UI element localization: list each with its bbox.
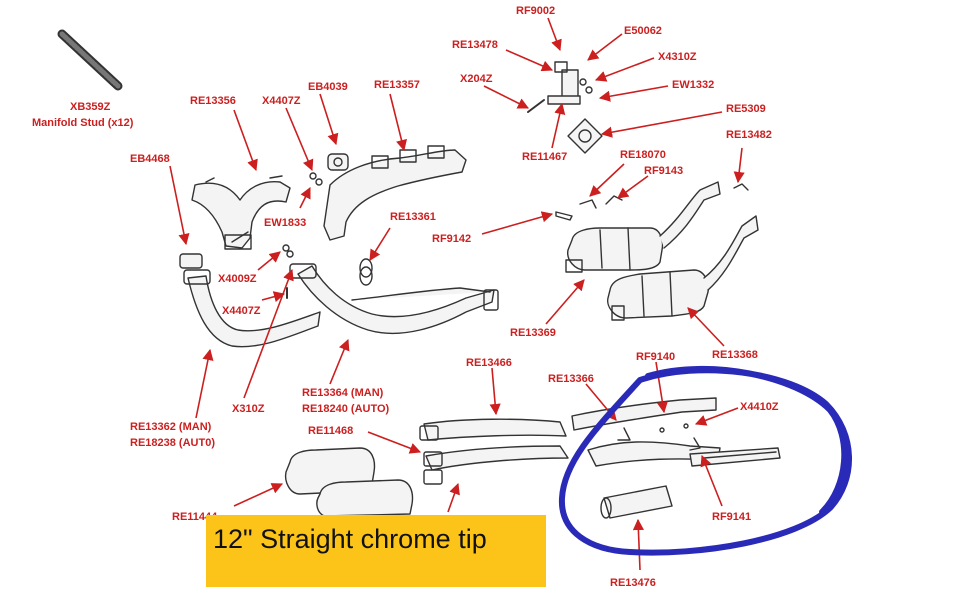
front-pipe-left xyxy=(183,269,321,348)
rear-silencer-upper xyxy=(565,181,721,273)
rear-silencer-lower xyxy=(607,215,759,321)
label-re13366: RE13366 xyxy=(548,373,594,385)
label-rf9140: RF9140 xyxy=(636,351,675,363)
label-xb359z-desc: Manifold Stud (x12) xyxy=(32,117,134,129)
label-re13368: RE13368 xyxy=(712,349,758,361)
label-e50062: E50062 xyxy=(624,25,662,37)
label-x4410z: X4410Z xyxy=(740,401,779,413)
label-rf9143: RF9143 xyxy=(644,165,683,177)
rivet xyxy=(659,427,665,433)
pipe-clamp xyxy=(359,258,373,286)
label-re11467: RE11467 xyxy=(522,151,567,163)
washer-b xyxy=(315,178,323,186)
caption-banner xyxy=(206,515,546,587)
label-re13356: RE13356 xyxy=(190,95,236,107)
label-ew1833: EW1833 xyxy=(264,217,306,229)
label-xb359z: XB359Z xyxy=(70,101,111,113)
washer-c xyxy=(282,244,290,252)
label-eb4039: EB4039 xyxy=(308,81,348,93)
highlight-circle xyxy=(558,365,852,556)
mounting-bracket xyxy=(527,61,593,113)
label-re13369: RE13369 xyxy=(510,327,556,339)
label-rf9002: RF9002 xyxy=(516,5,555,17)
label-ew1332: EW1332 xyxy=(672,79,714,91)
rivet xyxy=(683,423,689,429)
label-re18240: RE18240 (AUTO) xyxy=(302,403,390,415)
label-x204z: X204Z xyxy=(460,73,493,85)
part-labels: XB359Z Manifold Stud (x12) RE13356 X4407… xyxy=(32,5,779,589)
chrome-tip xyxy=(600,485,673,519)
clip-re13482 xyxy=(733,183,749,191)
clip-rf9142 xyxy=(555,211,573,221)
parts-line-art xyxy=(57,29,781,519)
label-re18238: RE18238 (AUT0) xyxy=(130,437,215,449)
label-re13476: RE13476 xyxy=(610,577,656,589)
diamond-gasket xyxy=(567,118,603,154)
front-silencers xyxy=(284,447,414,517)
label-re13357: RE13357 xyxy=(374,79,420,91)
label-re11468: RE11468 xyxy=(308,425,353,437)
label-re13466: RE13466 xyxy=(466,357,512,369)
label-eb4468: EB4468 xyxy=(130,153,170,165)
label-x310z: X310Z xyxy=(232,403,265,415)
label-re18070: RE18070 xyxy=(620,149,666,161)
clip-re18070 xyxy=(579,199,597,209)
washer-a xyxy=(309,172,317,180)
label-re5309: RE5309 xyxy=(726,103,766,115)
label-rf9142: RF9142 xyxy=(432,233,471,245)
label-x4009z: X4009Z xyxy=(218,273,257,285)
intermediate-pipes xyxy=(419,418,569,485)
right-exhaust-manifold xyxy=(323,145,467,241)
manifold-gasket xyxy=(327,153,349,171)
label-re13478: RE13478 xyxy=(452,39,498,51)
hanger-b xyxy=(689,437,701,451)
label-x4407z-bottom: X4407Z xyxy=(222,305,261,317)
washer-d xyxy=(286,250,294,258)
label-re13361: RE13361 xyxy=(390,211,436,223)
label-rf9141: RF9141 xyxy=(712,511,751,523)
front-pipe-right xyxy=(289,263,499,335)
gasket-hole xyxy=(333,157,343,167)
label-x4310z: X4310Z xyxy=(658,51,697,63)
label-x4407z-top: X4407Z xyxy=(262,95,301,107)
hanger-a xyxy=(617,427,631,441)
label-re13482: RE13482 xyxy=(726,129,772,141)
clip-rf9143 xyxy=(605,195,623,205)
label-re13362: RE13362 (MAN) xyxy=(130,421,212,433)
tailpipe xyxy=(689,447,781,467)
caption-text: 12" Straight chrome tip xyxy=(213,524,487,554)
left-exhaust-manifold xyxy=(191,175,291,250)
flange-gasket xyxy=(179,253,203,269)
label-re13364: RE13364 (MAN) xyxy=(302,387,384,399)
manifold-stud xyxy=(57,29,123,91)
